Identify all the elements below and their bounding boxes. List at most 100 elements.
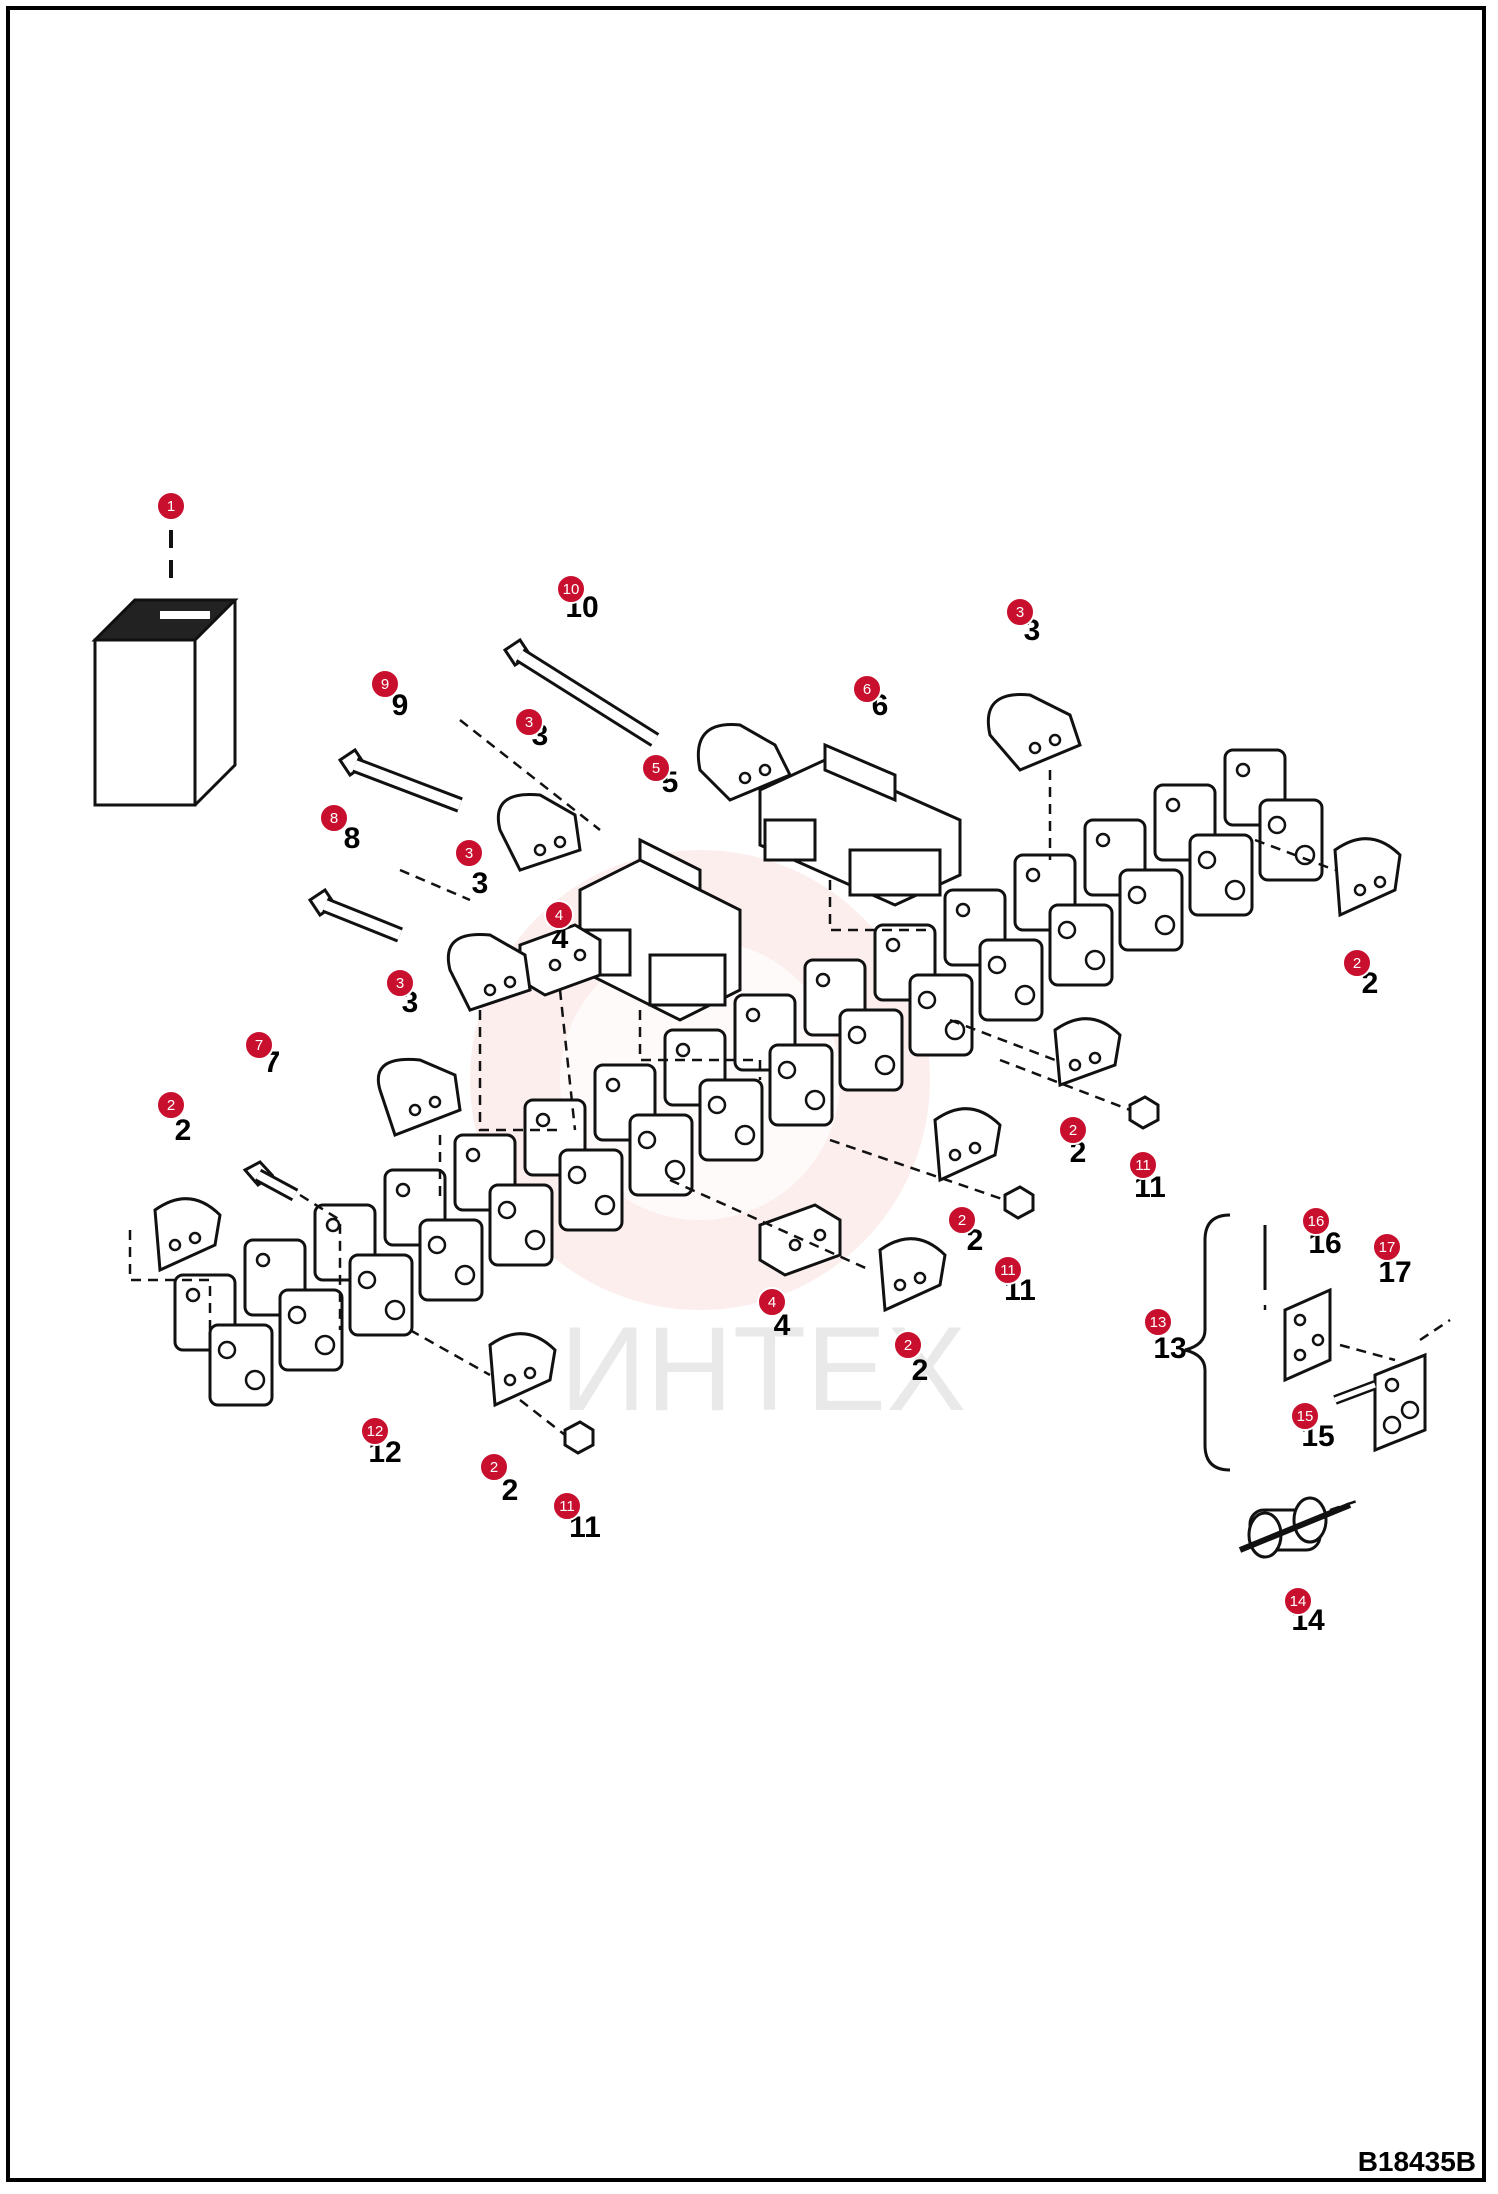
svg-text:8: 8: [330, 810, 338, 827]
callout-badge-16[interactable]: 16: [1301, 1206, 1331, 1236]
callout-badge-11[interactable]: 11: [1128, 1150, 1158, 1180]
nut-11-c: [563, 1420, 595, 1455]
svg-text:14: 14: [1290, 1593, 1307, 1610]
hook-2-b: [1053, 1017, 1122, 1088]
callout-number-2-3: 2: [967, 1224, 984, 1257]
callout-badge-2-2[interactable]: 2: [1058, 1115, 1088, 1145]
part-1-box: [91, 598, 239, 807]
svg-text:4: 4: [555, 907, 563, 924]
svg-text:2: 2: [1353, 955, 1361, 972]
callout-number-13: 13: [1153, 1332, 1186, 1365]
callout-number-2-5: 2: [502, 1474, 519, 1507]
svg-text:5: 5: [652, 760, 660, 777]
callout-number-2: 2: [175, 1114, 192, 1147]
callout-badge-17[interactable]: 17: [1372, 1232, 1402, 1262]
callout-badge-4-9[interactable]: 4: [757, 1287, 787, 1317]
connector-link-assembly: [1184, 1213, 1451, 1472]
callout-badge-4[interactable]: 4: [544, 900, 574, 930]
chain-link: [803, 958, 904, 1092]
chain-link: [523, 1098, 624, 1232]
callout-badge-3-8[interactable]: 3: [385, 968, 415, 998]
hook-2-e: [153, 1197, 222, 1273]
callout-badge-3[interactable]: 3: [514, 707, 544, 737]
callout-badge-8[interactable]: 8: [319, 803, 349, 833]
callout-badge-10[interactable]: 10: [556, 574, 586, 604]
nut-11-a: [1128, 1095, 1160, 1130]
callout-badge-15[interactable]: 15: [1290, 1401, 1320, 1431]
callout-badge-14[interactable]: 14: [1283, 1586, 1313, 1616]
hook-3-e: [377, 1057, 462, 1137]
svg-text:3: 3: [1016, 604, 1024, 621]
chain-12: [173, 748, 1324, 1407]
svg-text:16: 16: [1308, 1213, 1325, 1230]
callout-badge-11-10[interactable]: 11: [993, 1255, 1023, 1285]
svg-text:15: 15: [1297, 1408, 1314, 1425]
svg-text:9: 9: [381, 676, 389, 693]
callout-badge-2-3[interactable]: 2: [947, 1205, 977, 1235]
callout-badge-1[interactable]: 1: [156, 491, 186, 521]
hook-2-c: [933, 1107, 1002, 1183]
callout-number-2-4: 2: [912, 1354, 929, 1387]
svg-text:4: 4: [768, 1294, 776, 1311]
chain-link: [243, 1238, 344, 1372]
svg-text:11: 11: [1135, 1157, 1151, 1174]
svg-text:12: 12: [367, 1423, 384, 1440]
svg-text:3: 3: [525, 714, 533, 731]
assembly-lines: [128, 719, 1336, 1436]
callout-badge-2-4[interactable]: 2: [893, 1330, 923, 1360]
chain-link: [873, 923, 974, 1057]
chain-link: [173, 1273, 274, 1407]
svg-text:2: 2: [490, 1459, 498, 1476]
bolt-10: [502, 637, 660, 747]
chain-link: [1083, 818, 1184, 952]
svg-text:1: 1: [167, 498, 175, 515]
hook-3-c: [497, 792, 582, 872]
bolt-7: [242, 1160, 299, 1202]
callout-badge-2-5[interactable]: 2: [479, 1452, 509, 1482]
svg-text:2: 2: [904, 1337, 912, 1354]
chain-link: [943, 888, 1044, 1022]
bracket-6: [758, 742, 962, 907]
callout-badge-12[interactable]: 12: [360, 1416, 390, 1446]
callout-badge-3-7[interactable]: 3: [454, 838, 484, 868]
roller-link-14: [1238, 1496, 1361, 1559]
hook-3-b: [986, 693, 1082, 772]
callout-badge-3-6[interactable]: 3: [1005, 597, 1035, 627]
svg-text:2: 2: [958, 1212, 966, 1229]
svg-text:13: 13: [1150, 1314, 1167, 1331]
watermark-text: ИНТЕХ: [560, 1302, 966, 1436]
callout-badge-13[interactable]: 13: [1143, 1307, 1173, 1337]
hook-2-d: [878, 1237, 947, 1313]
callout-number-4-9: 4: [774, 1309, 791, 1342]
callout-badge-11-11[interactable]: 11: [552, 1491, 582, 1521]
nut-11-b: [1003, 1185, 1035, 1220]
svg-text:2: 2: [167, 1097, 175, 1114]
chain-link: [313, 1203, 414, 1337]
chain-link: [453, 1133, 554, 1267]
svg-text:11: 11: [559, 1498, 575, 1515]
callout-badge-9[interactable]: 9: [370, 669, 400, 699]
hook-2-f: [488, 1332, 557, 1408]
callout-badge-6[interactable]: 6: [852, 674, 882, 704]
callout-number-3-7: 3: [472, 867, 489, 900]
callout-number-8: 8: [344, 822, 361, 855]
callout-badge-5[interactable]: 5: [641, 753, 671, 783]
svg-text:3: 3: [465, 845, 473, 862]
callout-badge-2-1[interactable]: 2: [1342, 948, 1372, 978]
svg-text:7: 7: [255, 1037, 263, 1054]
callout-badge-2[interactable]: 2: [156, 1090, 186, 1120]
callout-badge-7[interactable]: 7: [244, 1030, 274, 1060]
svg-text:3: 3: [396, 975, 404, 992]
hook-3-d: [447, 932, 532, 1012]
chain-link: [1153, 783, 1254, 917]
chain-link: [1013, 853, 1114, 987]
chain-link: [663, 1028, 764, 1162]
callout-number-9: 9: [392, 689, 409, 722]
bracket-5: [578, 837, 742, 1022]
chain-link: [383, 1168, 484, 1302]
bolt-9: [337, 747, 463, 813]
svg-text:2: 2: [1069, 1122, 1077, 1139]
callout-number-4: 4: [552, 922, 569, 955]
